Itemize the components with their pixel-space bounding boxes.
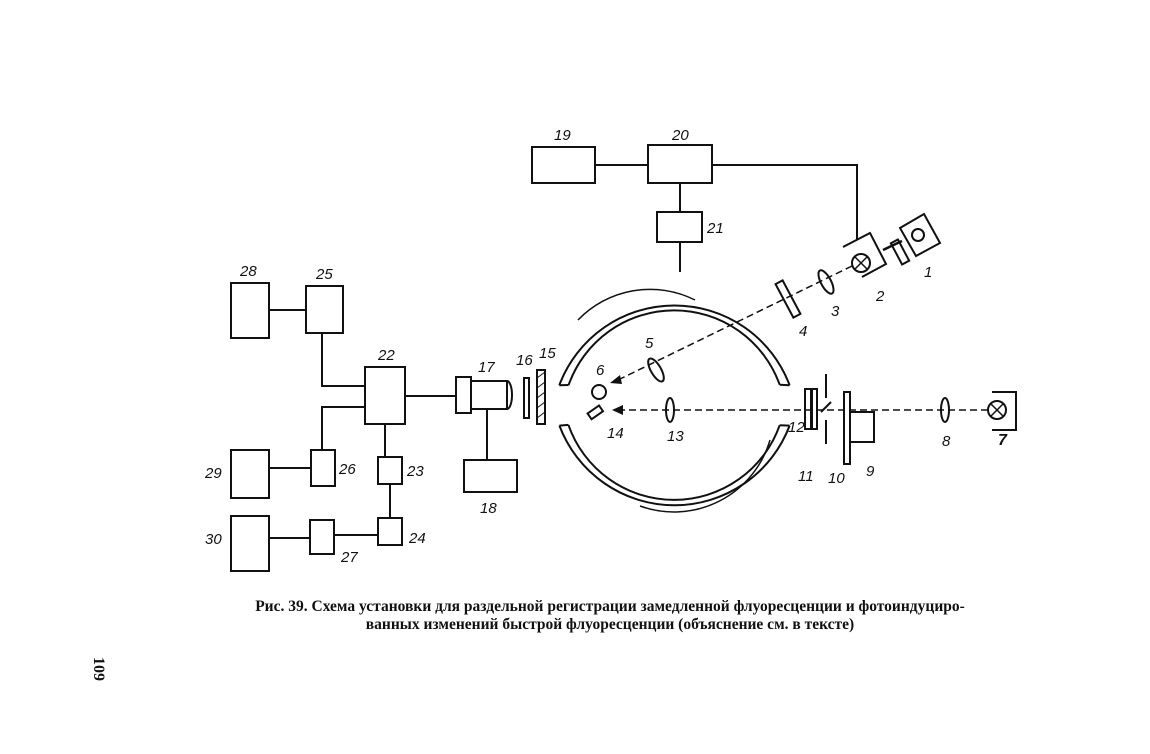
label-21: 21: [706, 220, 724, 237]
label-22: 22: [377, 347, 395, 364]
label-14: 14: [607, 425, 624, 442]
label-23: 23: [406, 463, 424, 480]
label-9: 9: [866, 463, 875, 480]
block-22: [365, 367, 405, 424]
dewar-ring: [559, 289, 789, 512]
filter-12: [805, 389, 811, 429]
block-20: [648, 145, 712, 183]
block-27: [310, 520, 334, 554]
lens-5: [645, 356, 667, 384]
filter-4: [776, 280, 801, 317]
label-1: 1: [924, 264, 932, 281]
block-19: [532, 147, 595, 183]
label-24: 24: [408, 530, 426, 547]
block-18: [464, 460, 517, 492]
shutter-1: [883, 214, 940, 264]
label-25: 25: [315, 266, 333, 283]
label-16: 16: [516, 352, 533, 369]
block-30: [231, 516, 269, 571]
mirror-14: [588, 406, 603, 420]
label-29: 29: [204, 465, 222, 482]
label-6: 6: [596, 362, 605, 379]
block-25: [306, 286, 343, 333]
label-13: 13: [667, 428, 684, 445]
label-26: 26: [338, 461, 356, 478]
label-2: 2: [875, 288, 885, 305]
lamp-2: [843, 233, 886, 277]
label-4: 4: [799, 323, 807, 340]
label-30: 30: [205, 531, 222, 548]
block-23: [378, 457, 402, 484]
filter-16: [524, 378, 529, 418]
sample-6: [592, 385, 606, 399]
photomultiplier-17: [456, 377, 471, 413]
lamp-7: [988, 392, 1016, 430]
label-28: 28: [239, 263, 257, 280]
block-24: [378, 518, 402, 545]
block-21: [657, 212, 702, 242]
label-10: 10: [828, 470, 845, 487]
label-15: 15: [539, 345, 556, 362]
label-8: 8: [942, 433, 951, 450]
block-29: [231, 450, 269, 498]
label-19: 19: [554, 127, 571, 144]
label-5: 5: [645, 335, 654, 352]
caption-line-1: Рис. 39. Схема установки для раздельной …: [150, 598, 1070, 616]
label-3: 3: [831, 303, 840, 320]
label-27: 27: [340, 549, 358, 566]
label-20: 20: [671, 127, 689, 144]
label-7: 7: [998, 432, 1008, 449]
label-12: 12: [788, 419, 805, 436]
block-28: [231, 283, 269, 338]
block-26: [311, 450, 335, 486]
label-17: 17: [478, 359, 495, 376]
label-11: 11: [798, 468, 814, 485]
label-18: 18: [480, 500, 497, 517]
page-number: 109: [87, 657, 107, 687]
figure-caption: Рис. 39. Схема установки для раздельной …: [150, 598, 1070, 634]
caption-line-2: ванных изменений быстрой флуоресценции (…: [150, 616, 1070, 634]
